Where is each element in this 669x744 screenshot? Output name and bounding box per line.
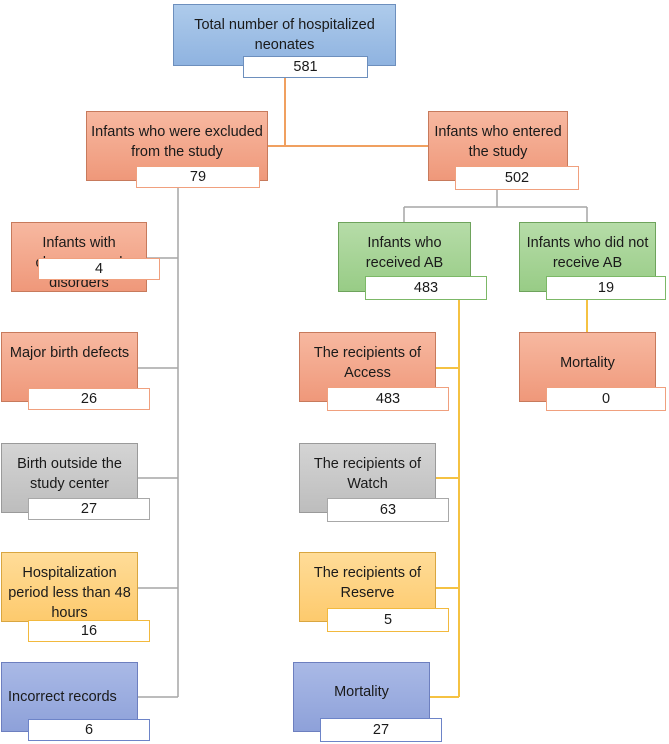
node-incorrect-value: 6 bbox=[28, 719, 150, 741]
node-birth-defects-value: 26 bbox=[28, 388, 150, 410]
node-access-value: 483 bbox=[327, 387, 449, 411]
node-short-stay-label: Hospitalization period less than 48 hour… bbox=[8, 565, 131, 621]
node-chromosomal: Infants with chromosomal disorders bbox=[11, 222, 147, 292]
node-mortality-ab-value: 27 bbox=[320, 718, 442, 742]
node-birth-defects-label: Major birth defects bbox=[9, 345, 130, 361]
node-incorrect: Incorrect records bbox=[1, 662, 138, 732]
node-short-stay: Hospitalization period less than 48 hour… bbox=[1, 552, 138, 622]
node-excluded-label: Infants who were excluded from the study bbox=[91, 124, 263, 160]
node-outside-center-value: 27 bbox=[28, 498, 150, 520]
node-entered-label: Infants who entered the study bbox=[434, 124, 562, 160]
node-total-value: 581 bbox=[243, 56, 368, 78]
node-outside-center-label: Birth outside the study center bbox=[17, 456, 122, 492]
node-watch-value: 63 bbox=[327, 498, 449, 522]
node-entered-value: 502 bbox=[455, 166, 579, 190]
node-mortality-no-ab-value: 0 bbox=[546, 387, 666, 411]
node-entered: Infants who entered the study bbox=[428, 111, 568, 181]
node-watch-label: The recipients of Watch bbox=[313, 456, 422, 492]
node-received-ab-value: 483 bbox=[365, 276, 487, 300]
node-mortality-ab-label: Mortality bbox=[334, 684, 389, 700]
node-received-ab-label: Infants who received AB bbox=[365, 235, 444, 271]
node-incorrect-label: Incorrect records bbox=[8, 689, 117, 705]
node-not-received-ab-label: Infants who did not receive AB bbox=[526, 235, 649, 271]
node-excluded-value: 79 bbox=[136, 166, 260, 188]
node-reserve-label: The recipients of Reserve bbox=[313, 565, 422, 601]
node-mortality-no-ab-label: Mortality bbox=[560, 355, 615, 371]
node-total-label: Total number of hospitalized neonates bbox=[194, 17, 375, 53]
node-not-received-ab-value: 19 bbox=[546, 276, 666, 300]
node-access-label: The recipients of Access bbox=[313, 345, 422, 381]
node-short-stay-value: 16 bbox=[28, 620, 150, 642]
node-reserve-value: 5 bbox=[327, 608, 449, 632]
node-chromosomal-value: 4 bbox=[38, 258, 160, 280]
